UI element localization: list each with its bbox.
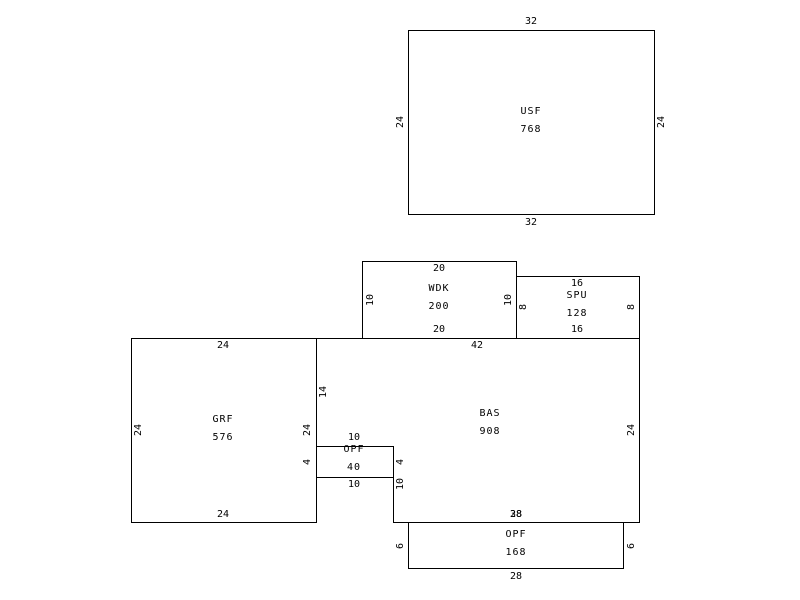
wdk-dim-bottom: 20 <box>433 324 445 335</box>
grf-sqft: 576 <box>212 432 233 443</box>
grf-dim-right: 24 <box>302 424 313 436</box>
bas-dim-bottom-b: 28 <box>510 509 522 520</box>
usf-dim-bottom: 32 <box>525 217 537 228</box>
spu-dim-left: 8 <box>518 304 529 310</box>
opf-small-dim-right: 4 <box>395 459 406 465</box>
usf-sqft: 768 <box>520 124 541 135</box>
usf-dim-top: 32 <box>525 16 537 27</box>
spu-code: SPU <box>566 290 587 301</box>
bas-sqft: 908 <box>479 426 500 437</box>
bas-outline <box>316 338 640 523</box>
wdk-dim-right: 10 <box>503 294 514 306</box>
grf-dim-left: 24 <box>133 424 144 436</box>
opf-large-dim-right: 6 <box>626 543 637 549</box>
opf-small-dim-bottom: 10 <box>348 479 360 490</box>
bas-dim-bottom-a: 38 <box>510 509 522 520</box>
spu-sqft: 128 <box>566 308 587 319</box>
grf-outline <box>131 338 317 523</box>
spu-dim-bottom: 16 <box>571 324 583 335</box>
opf-large-dim-bottom: 28 <box>510 571 522 582</box>
opf-small-sqft: 40 <box>347 462 361 473</box>
usf-dim-left: 24 <box>395 116 406 128</box>
grf-dim-bottom: 24 <box>217 509 229 520</box>
opf-large-sqft: 168 <box>505 547 526 558</box>
bas-code: BAS <box>479 408 500 419</box>
wdk-sqft: 200 <box>428 301 449 312</box>
wdk-code: WDK <box>428 283 449 294</box>
wdk-dim-top: 20 <box>433 263 445 274</box>
bas-dim-right: 24 <box>626 424 637 436</box>
wdk-dim-left: 10 <box>365 294 376 306</box>
opf-small-code: OPF <box>343 444 364 455</box>
bas-dim-inner-left: 10 <box>395 478 406 490</box>
bas-dim-upper-left: 14 <box>318 386 329 398</box>
bas-dim-top: 42 <box>471 340 483 351</box>
grf-code: GRF <box>212 414 233 425</box>
opf-large-outline <box>408 522 624 569</box>
opf-small-outline <box>316 446 394 478</box>
opf-small-dim-left: 4 <box>302 459 313 465</box>
opf-large-code: OPF <box>505 529 526 540</box>
spu-dim-right: 8 <box>626 304 637 310</box>
grf-dim-top: 24 <box>217 340 229 351</box>
opf-large-dim-left: 6 <box>395 543 406 549</box>
spu-dim-top: 16 <box>571 278 583 289</box>
usf-dim-right: 24 <box>656 116 667 128</box>
usf-outline <box>408 30 655 215</box>
usf-code: USF <box>520 106 541 117</box>
opf-small-dim-top: 10 <box>348 432 360 443</box>
